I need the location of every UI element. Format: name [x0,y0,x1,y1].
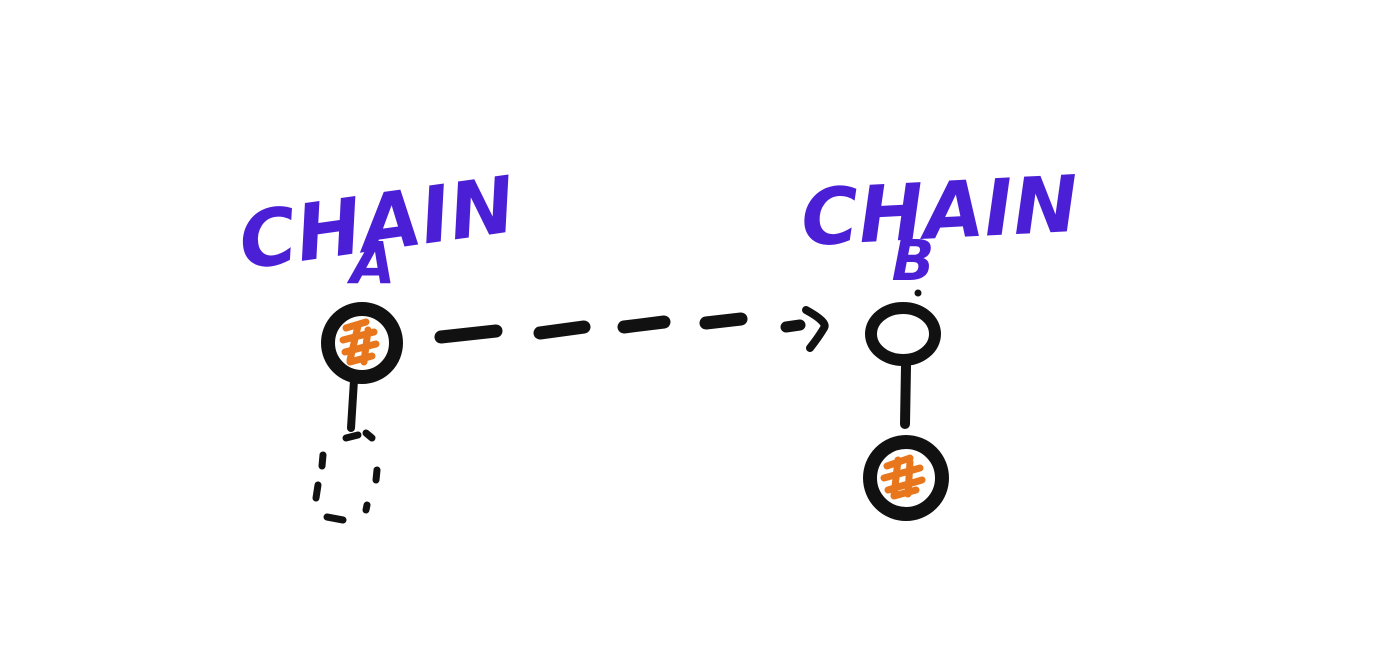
chain-a-label-line2: A [347,229,396,297]
chain-b-label-line1: CHAIN [799,160,1081,264]
chain-b-filled-node [863,435,949,521]
chain-a-link [347,376,358,432]
chain-b-node-scribble [880,454,926,500]
chain-a-pending-node [312,429,381,524]
arrow-head [802,306,829,352]
chain-b-empty-node [865,289,941,366]
chain-a-node-scribble [339,318,380,366]
chain-b-label: CHAIN B [799,160,1081,294]
transfer-arrow [434,306,829,352]
chain-a-filled-node [321,302,403,384]
chain-b-link [900,361,911,429]
chain-b-label-line2: B [892,229,935,294]
chain-a-label: CHAIN A [234,160,521,297]
